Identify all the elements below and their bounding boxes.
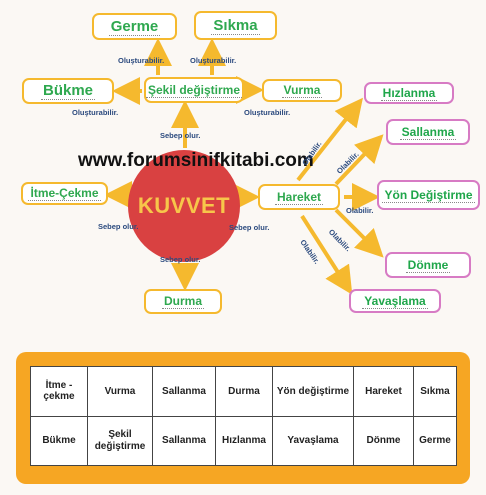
watermark: www.forumsinifkitabi.com (78, 150, 314, 171)
table-cell: Şekil değiştirme (87, 415, 153, 466)
table-cell: Sallanma (152, 366, 216, 417)
edge-label-olusturabilir: Oluşturabilir. (72, 108, 119, 117)
node-sallanma-label: Sallanma (399, 124, 457, 140)
table-cell: Hareket (353, 366, 414, 417)
word-bank-table: İtme - çekme Vurma Sallanma Durma Yön de… (30, 366, 457, 466)
edge-label-sebep-olur: Sebep olur. (160, 255, 201, 264)
arrow-hareket-sallanma (334, 134, 384, 186)
node-durma-label: Durma (161, 294, 204, 309)
node-itme-label: İtme-Çekme (28, 186, 101, 201)
arrow-hareket-yavaslama (300, 214, 353, 295)
node-germe: Germe (92, 13, 177, 40)
node-hizlanma-label: Hızlanma (380, 85, 438, 101)
node-durma: Durma (144, 289, 222, 314)
arrow-layer (104, 38, 384, 295)
table-row: İtme - çekme Vurma Sallanma Durma Yön de… (30, 366, 457, 417)
node-yavaslama-label: Yavaşlama (362, 293, 428, 309)
node-yavaslama: Yavaşlama (349, 289, 441, 313)
node-hizlanma: Hızlanma (364, 82, 454, 104)
node-sekil-label: Şekil değiştirme (145, 82, 243, 98)
node-sekil-degistirme: Şekil değiştirme (144, 77, 244, 103)
arrow-hareket-hizlanma (296, 97, 363, 182)
node-sikma: Sıkma (194, 11, 277, 40)
edge-label-olusturabilir: Oluşturabilir. (244, 108, 291, 117)
edge-label-olusturabilir: Oluşturabilir. (118, 56, 165, 65)
table-cell: Germe (413, 415, 457, 466)
center-label: KUVVET (137, 193, 231, 218)
node-hareket: Hareket (258, 184, 340, 210)
edge-label-sebep-olur: Sebep olur. (229, 223, 270, 232)
table-cell: Vurma (87, 366, 153, 417)
table-cell: Durma (215, 366, 273, 417)
node-donme-label: Dönme (405, 257, 451, 273)
center-node-kuvvet: KUVVET (128, 150, 240, 262)
node-sallanma: Sallanma (386, 119, 470, 145)
node-yon-degistirme: Yön Değiştirme (377, 180, 480, 210)
node-vurma: Vurma (262, 79, 342, 102)
node-donme: Dönme (385, 252, 471, 278)
table-row: Bükme Şekil değiştirme Sallanma Hızlanma… (30, 415, 457, 466)
edge-label-olusturabilir: Oluşturabilir. (190, 56, 237, 65)
table-cell: Hızlanma (215, 415, 273, 466)
node-itme-cekme: İtme-Çekme (21, 182, 108, 205)
table-cell: Yavaşlama (272, 415, 354, 466)
table-cell: Dönme (353, 415, 414, 466)
node-bukme-label: Bükme (40, 82, 96, 100)
table-cell: İtme - çekme (30, 366, 88, 417)
node-sikma-label: Sıkma (211, 16, 260, 35)
edge-label-sebep-olur: Sebep olur. (98, 222, 139, 231)
table-cell: Yön değiştirme (272, 366, 354, 417)
arrow-hareket-donme (334, 208, 384, 258)
node-germe-label: Germe (108, 17, 161, 36)
table-cell: Bükme (30, 415, 88, 466)
edge-label-olabilir: Olabilir. (346, 206, 374, 215)
node-hareket-label: Hareket (274, 189, 324, 205)
node-yon-label: Yön Değiştirme (382, 187, 475, 203)
node-bukme: Bükme (22, 78, 114, 104)
table-cell: Sallanma (152, 415, 216, 466)
edge-label-sebep-olur: Sebep olur. (160, 131, 201, 140)
node-vurma-label: Vurma (281, 83, 323, 98)
table-cell: Sıkma (413, 366, 457, 417)
